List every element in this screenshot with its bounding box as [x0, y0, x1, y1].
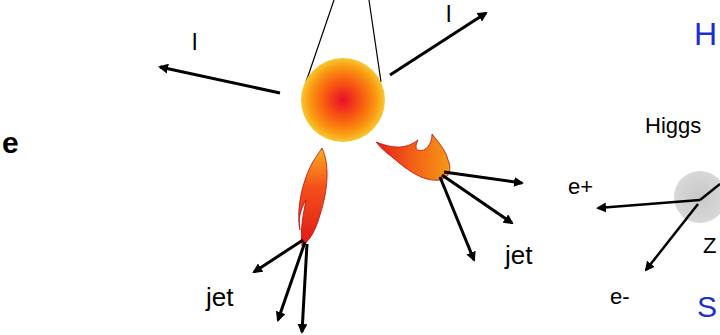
- lepton-label: l: [446, 2, 451, 26]
- particle-label: e+: [568, 176, 593, 198]
- jet-track: [440, 177, 474, 260]
- electron-arrow: [646, 204, 698, 270]
- title-fragment: S: [697, 292, 717, 322]
- jet-track: [442, 175, 512, 223]
- jet-track: [444, 172, 522, 183]
- jet-label: jet: [505, 242, 532, 268]
- particle-label: Z: [703, 235, 716, 257]
- collision-blob: [301, 58, 385, 142]
- lepton-label: l: [192, 30, 197, 54]
- particle-label: Higgs: [645, 115, 701, 137]
- text-fragment: e: [2, 128, 19, 158]
- jet-track: [302, 244, 307, 332]
- particle-label: e-: [610, 286, 630, 308]
- jet-flame: [299, 148, 327, 246]
- lepton-arrow: [160, 67, 280, 93]
- jet-label: jet: [206, 284, 233, 310]
- electron-arrow: [598, 200, 700, 208]
- decay-blob: [674, 171, 720, 223]
- jet-track: [278, 242, 305, 320]
- jet-flame: [376, 134, 450, 180]
- lepton-arrow: [390, 13, 486, 75]
- decay-line: [700, 184, 720, 200]
- title-fragment: H: [694, 18, 717, 50]
